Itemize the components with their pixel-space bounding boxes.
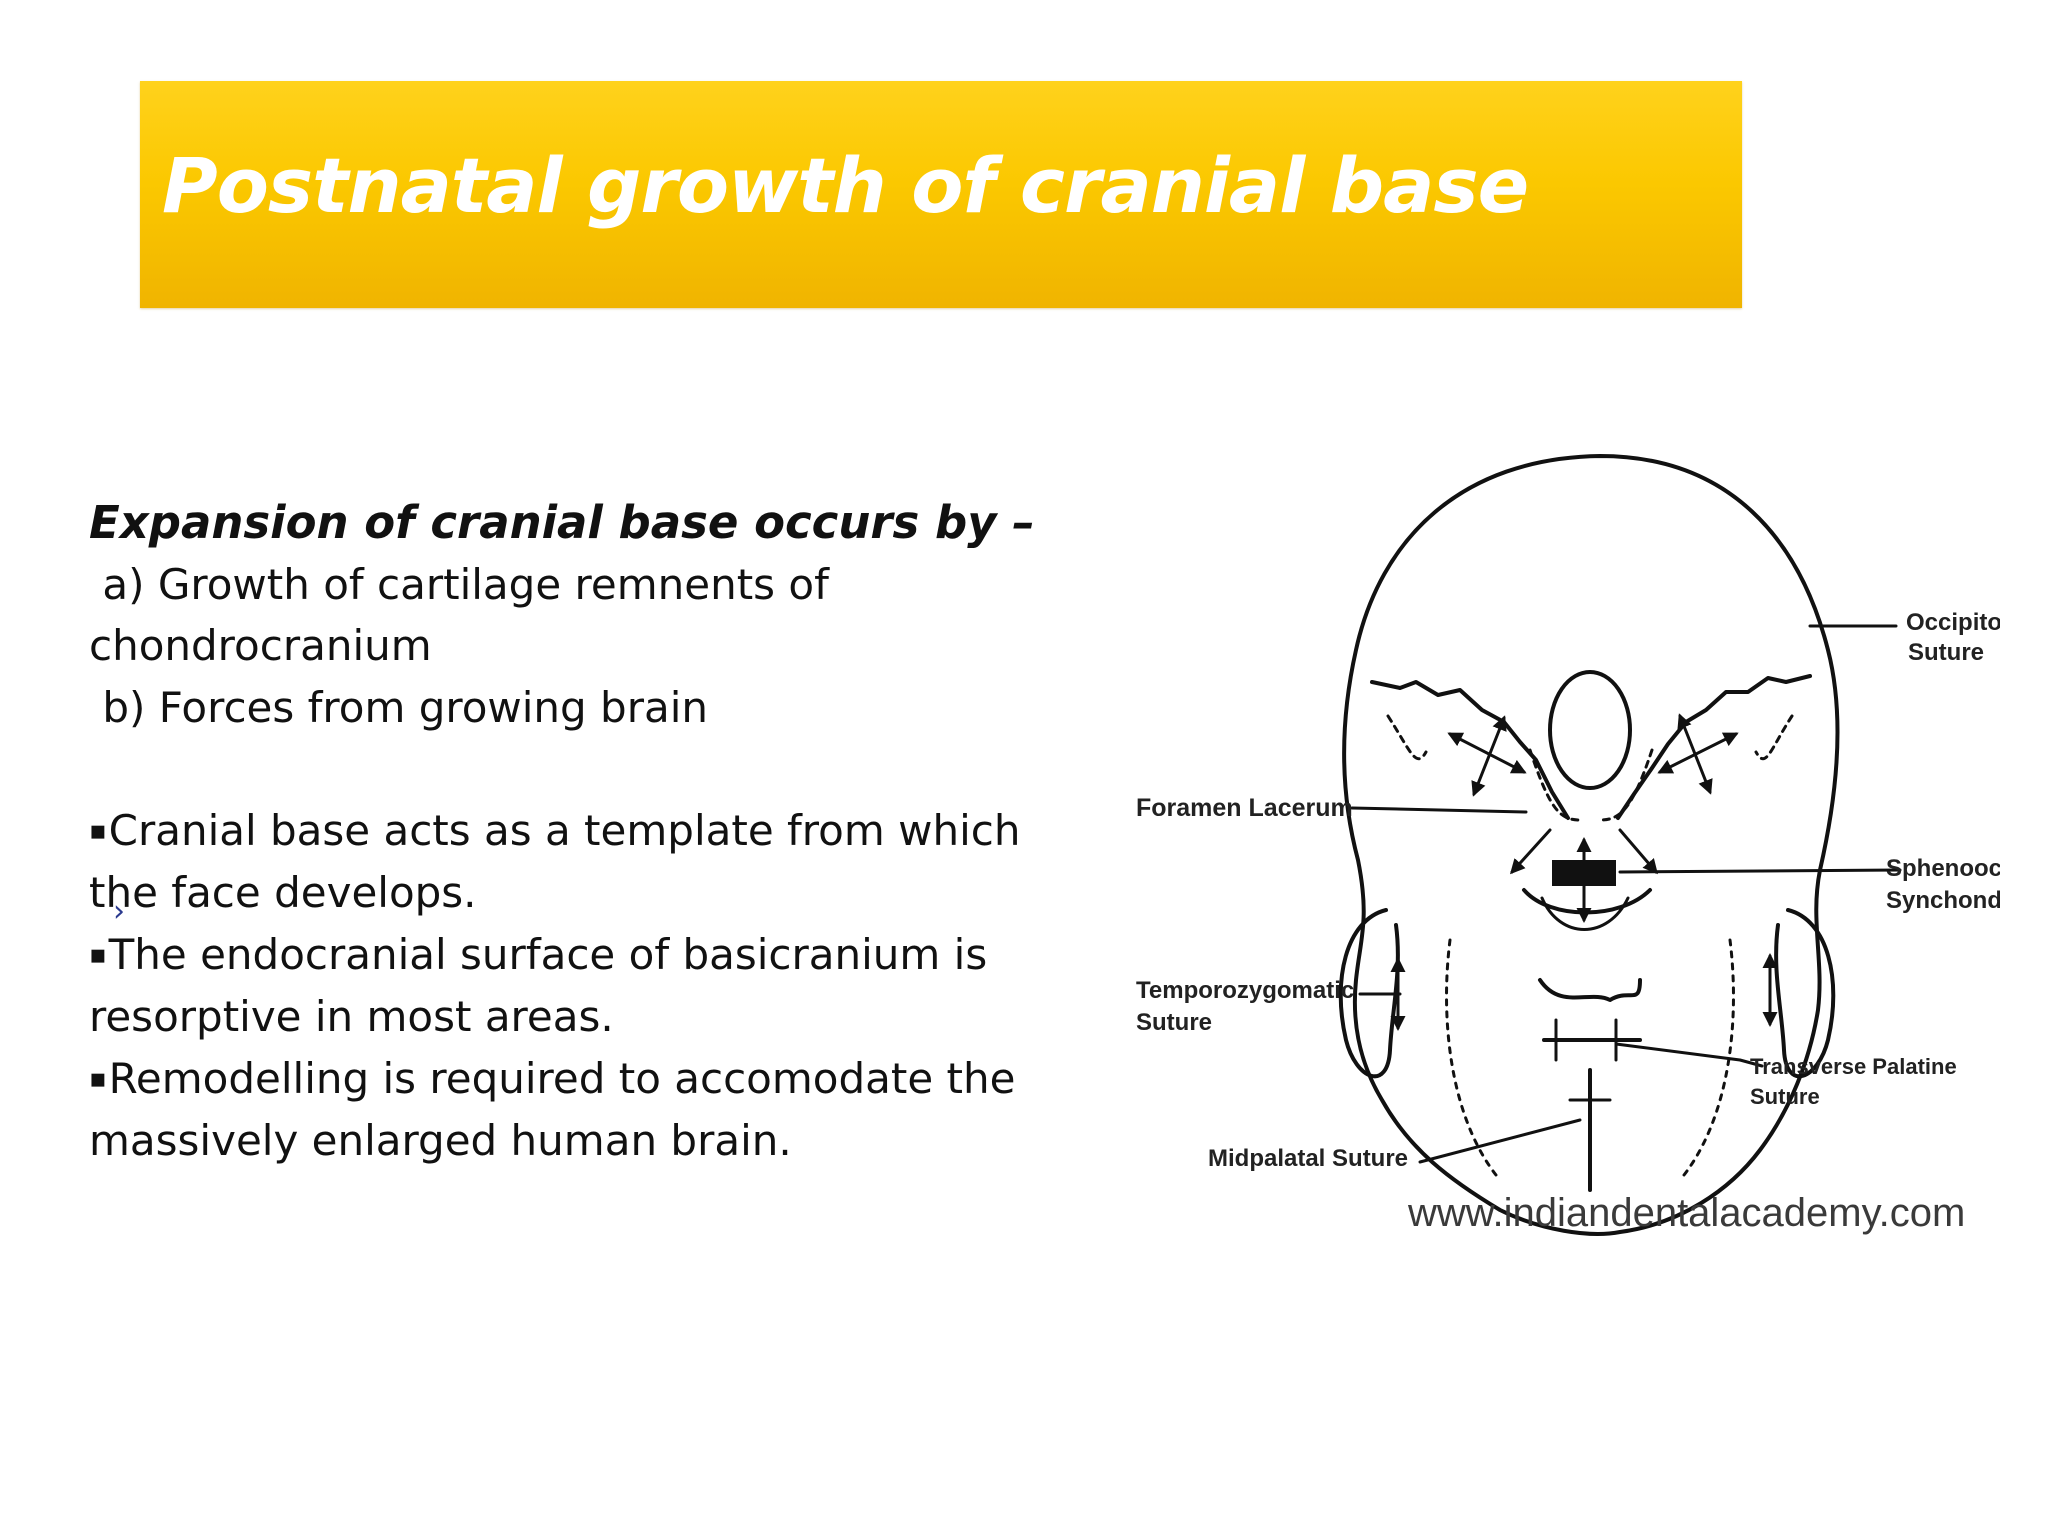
label-temporozygomatic-2: Suture xyxy=(1136,1009,1212,1036)
label-temporozygomatic-1: Temporozygomatic xyxy=(1136,977,1354,1004)
bullet-2-line-2: resorptive in most areas. xyxy=(89,992,614,1041)
skull-outline xyxy=(1342,454,1840,1236)
bullet-2-text: The endocranial surface of basicranium i… xyxy=(108,929,988,979)
bullet-3-text: Remodelling is required to accomodate th… xyxy=(108,1053,1016,1103)
slide-title: Postnatal growth of cranial base xyxy=(162,141,1529,230)
point-b-line: b) Forces from growing brain xyxy=(89,682,709,732)
bullet-1-text: Cranial base acts as a template from whi… xyxy=(108,805,1021,855)
label-foramen-lacerum: Foramen Lacerum xyxy=(1136,794,1353,822)
label-transverse-palatine-1: Transverse Palatine xyxy=(1750,1054,1957,1079)
bullet-3-line-2: massively enlarged human brain. xyxy=(89,1116,792,1165)
bullet-icon: ▪ xyxy=(89,815,107,846)
skull-diagram-svg: Occipitomastoid Suture Foramen Lacerum S… xyxy=(1136,454,2000,1236)
spacer xyxy=(89,738,1049,800)
bullet-2-line-1: ▪The endocranial surface of basicranium … xyxy=(89,924,1049,987)
label-sphenooccipital-2: Synchondrosis xyxy=(1886,887,2000,914)
point-a-line-1: a) Growth of cartilage remnents of xyxy=(89,559,829,609)
suture-left xyxy=(1370,680,1570,820)
skull-base-diagram: Occipitomastoid Suture Foramen Lacerum S… xyxy=(1120,420,2000,1260)
label-occipitomastoid-2: Suture xyxy=(1908,639,1984,666)
suture-right xyxy=(1616,674,1812,820)
title-banner: Postnatal growth of cranial base xyxy=(140,81,1742,308)
bullet-1-line-1: ▪Cranial base acts as a template from wh… xyxy=(89,800,1049,863)
bullet-1-line-2: the face develops. xyxy=(89,868,477,917)
bullet-3-line-1: ▪Remodelling is required to accomodate t… xyxy=(89,1048,1049,1111)
label-midpalatal: Midpalatal Suture xyxy=(1208,1145,1408,1172)
label-occipitomastoid-1: Occipitomastoid xyxy=(1906,609,2000,636)
label-transverse-palatine-2: Suture xyxy=(1750,1084,1820,1109)
foramen-magnum xyxy=(1548,670,1632,790)
label-sphenooccipital-1: Sphenooccipital xyxy=(1886,855,2000,882)
cursor-mark-icon: › xyxy=(113,894,125,929)
bullet-icon: ▪ xyxy=(89,1063,107,1094)
watermark-text: www.indiandentalacademy.com xyxy=(1407,1191,1965,1235)
bullet-icon: ▪ xyxy=(89,939,107,970)
right-zygomatic-arch xyxy=(1774,908,1836,1079)
content-text: Expansion of cranial base occurs by – a)… xyxy=(89,492,1049,1172)
point-a-line-2: chondrocranium xyxy=(89,621,432,670)
content-heading: Expansion of cranial base occurs by – xyxy=(89,496,1035,549)
